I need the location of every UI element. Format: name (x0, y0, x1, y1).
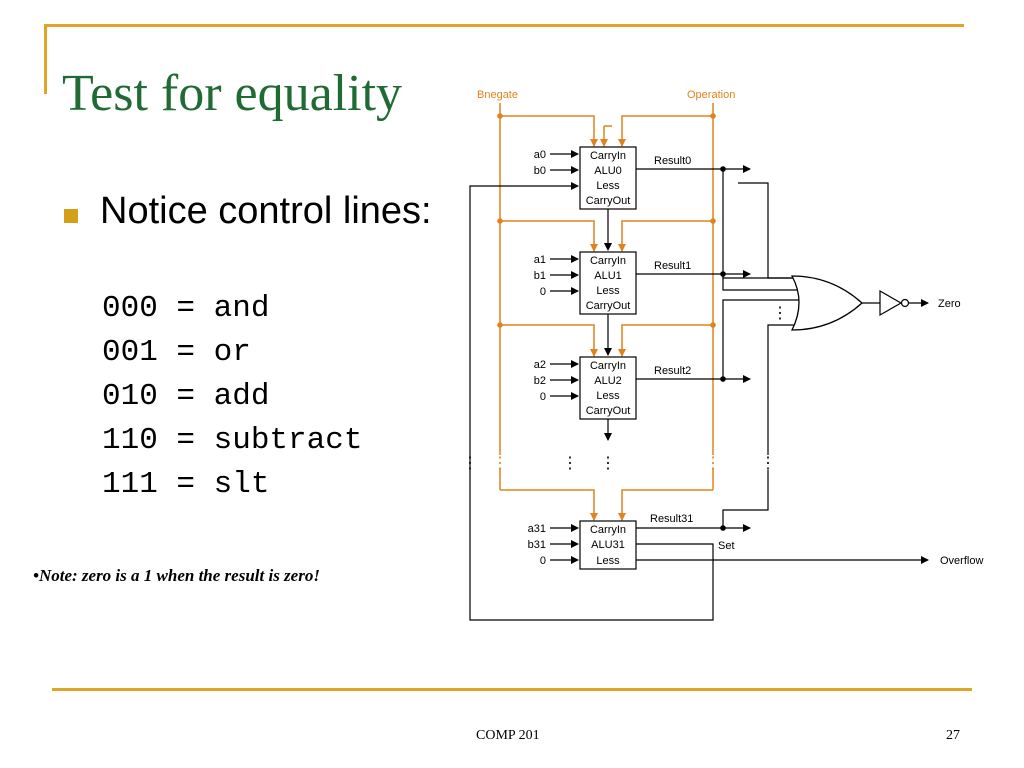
alu2-box (579, 356, 637, 420)
svg-text:⋮: ⋮ (492, 455, 508, 472)
control-code-subtract: 110 = subtract (102, 423, 363, 458)
overflow-label: Overflow (940, 555, 983, 567)
control-lines (499, 103, 714, 521)
alu2-port-carryout: CarryOut (586, 405, 631, 417)
footer-rule (52, 688, 972, 691)
not-gate (879, 289, 903, 317)
bullet-text: Notice control lines: (100, 190, 432, 232)
frame-left-rule (44, 24, 47, 94)
alu0-name: ALU0 (594, 165, 622, 177)
alu2-input-b: b2 (534, 375, 546, 387)
alu31-name: ALU31 (591, 539, 625, 551)
or-gate (790, 275, 863, 331)
result31-label: Result31 (650, 513, 693, 525)
page-number: 27 (946, 728, 960, 743)
alu0-input-a: a0 (534, 149, 546, 161)
ellipsis-dots: ⋮ ⋮ ⋮ ⋮ ⋮ (462, 305, 788, 472)
control-code-slt: 111 = slt (102, 467, 270, 502)
alu1-port-carryin: CarryIn (590, 255, 626, 267)
alu0-port-carryout: CarryOut (586, 195, 631, 207)
alu2-port-less: Less (596, 390, 620, 402)
alu0-port-carryin: CarryIn (590, 150, 626, 162)
operation-label: Operation (687, 89, 735, 101)
bnegate-label: Bnegate (477, 89, 518, 101)
zero-note: •Note: zero is a 1 when the result is ze… (33, 566, 320, 585)
svg-text:⋮: ⋮ (462, 455, 478, 472)
svg-text:⋮: ⋮ (562, 455, 578, 472)
alu1-port-less: Less (596, 285, 620, 297)
control-junctions (497, 113, 716, 328)
alu1-box (579, 251, 637, 315)
alu31-port-carryin: CarryIn (590, 524, 626, 536)
result0-label: Result0 (654, 155, 691, 167)
alu2-input-a: a2 (534, 359, 546, 371)
alu0-box (579, 146, 637, 210)
frame-top-rule (44, 24, 964, 27)
control-code-add: 010 = add (102, 379, 270, 414)
zero-label: Zero (938, 298, 961, 310)
alu1-name: ALU1 (594, 270, 622, 282)
alu0-port-less: Less (596, 180, 620, 192)
svg-text:⋮: ⋮ (772, 305, 788, 322)
svg-text:⋮: ⋮ (705, 455, 721, 472)
alu1-input-a: a1 (534, 254, 546, 266)
svg-text:⋮: ⋮ (600, 455, 616, 472)
alu31-input-a: a31 (528, 523, 546, 535)
alu1-input-b: b1 (534, 270, 546, 282)
slide-title: Test for equality (62, 65, 403, 122)
svg-text:⋮: ⋮ (760, 455, 776, 472)
alu31-box (579, 520, 637, 570)
bullet-square-icon (64, 209, 78, 223)
alu31-port-less: Less (596, 555, 620, 567)
result2-label: Result2 (654, 365, 691, 377)
control-code-or: 001 = or (102, 335, 251, 370)
alu31-input-b: b31 (528, 539, 546, 551)
alu2-port-carryin: CarryIn (590, 360, 626, 372)
alu0-input-b: b0 (534, 165, 546, 177)
result1-label: Result1 (654, 260, 691, 272)
alu1-input-less: 0 (540, 286, 546, 298)
alu2-input-less: 0 (540, 391, 546, 403)
set-label: Set (718, 540, 735, 552)
course-footer: COMP 201 (476, 728, 540, 743)
alu1-port-carryout: CarryOut (586, 300, 631, 312)
alu31-input-less: 0 (540, 555, 546, 567)
alu2-name: ALU2 (594, 375, 622, 387)
control-code-and: 000 = and (102, 291, 270, 326)
